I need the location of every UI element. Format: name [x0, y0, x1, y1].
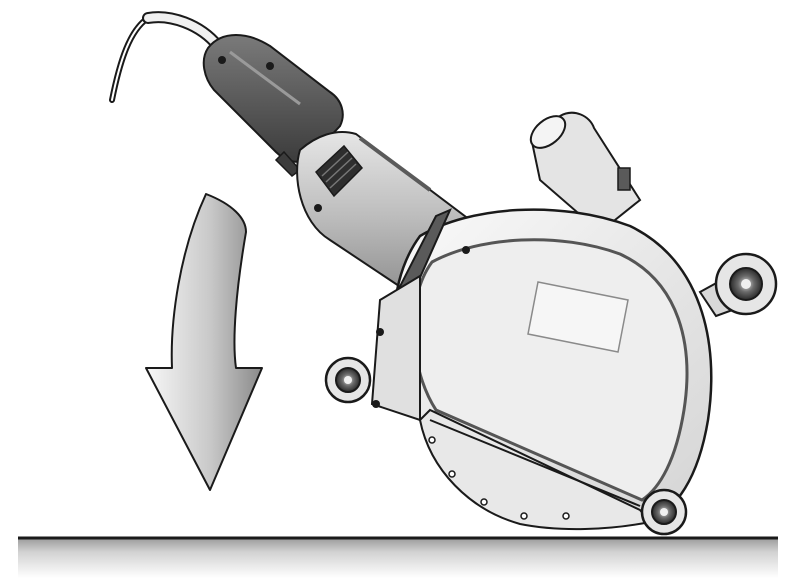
- front-roller-wheel: [324, 356, 372, 404]
- vent-grille: [314, 144, 364, 198]
- floor-surface: [18, 536, 778, 578]
- guard-bracket: [370, 246, 470, 422]
- blade-guard: [392, 208, 713, 524]
- down-arrow-icon: [145, 193, 263, 491]
- bottom-roller-wheel: [640, 488, 688, 536]
- rear-handle: [202, 34, 344, 177]
- power-cord: [109, 11, 224, 103]
- diamond-blade: [418, 408, 652, 531]
- dust-port: [529, 111, 642, 234]
- rear-roller-wheel: [698, 252, 778, 318]
